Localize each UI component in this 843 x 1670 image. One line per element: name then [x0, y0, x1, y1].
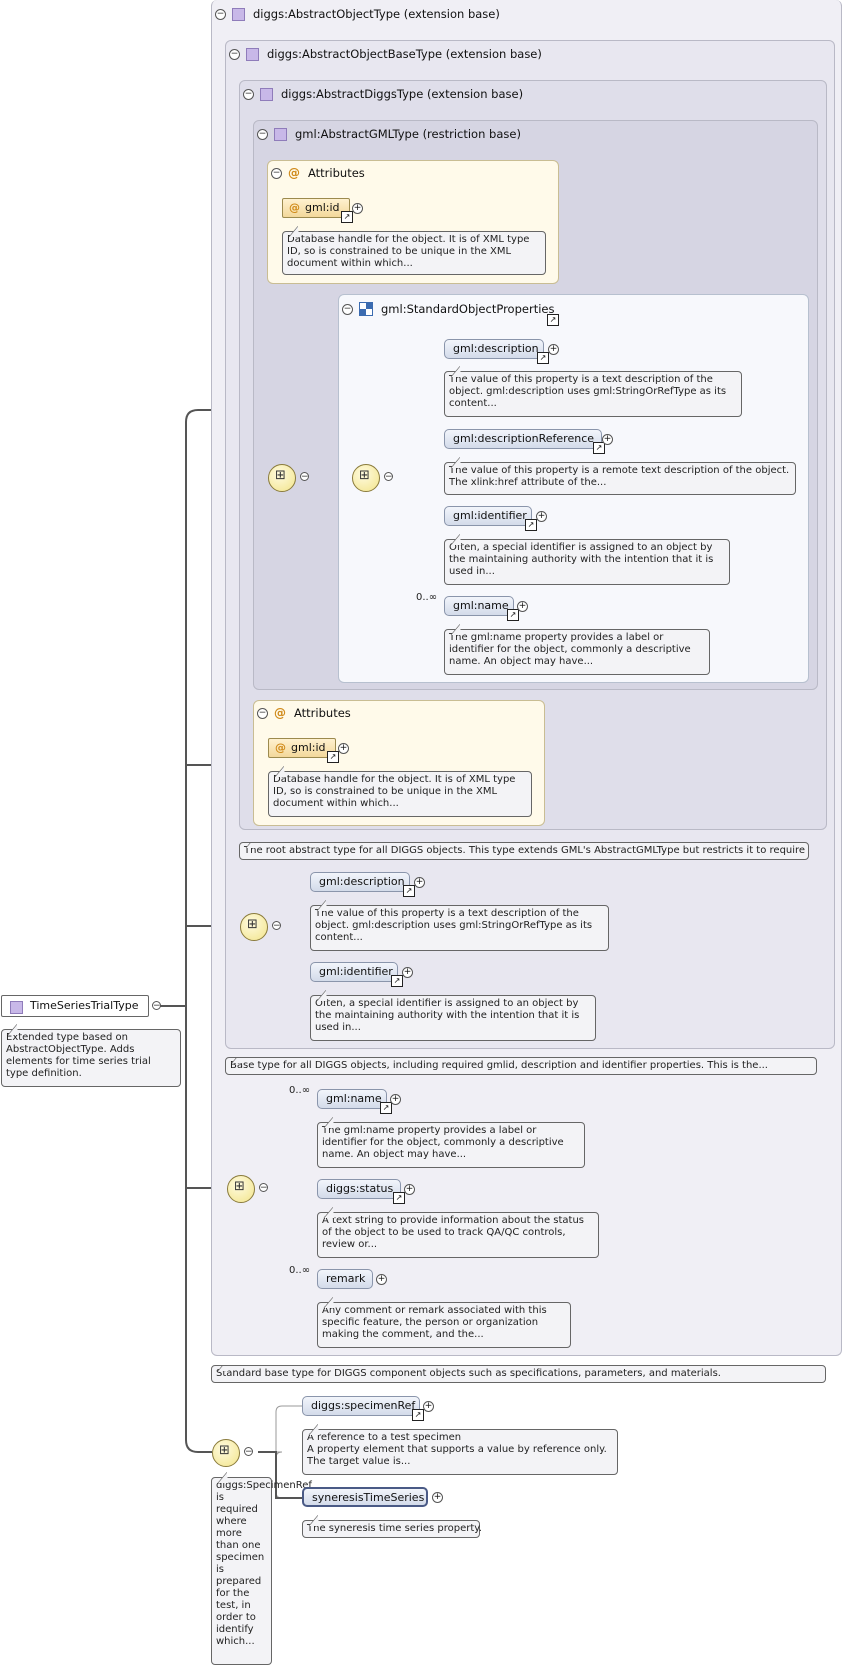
gml-id-doc: Database handle for the object. It is of…: [268, 771, 532, 817]
element-gml-identifier[interactable]: gml:identifier: [444, 506, 532, 526]
expand-icon[interactable]: +: [390, 1094, 401, 1105]
ext-diggs-header[interactable]: − diggs:AbstractDiggsType (extension bas…: [243, 87, 524, 101]
expand-icon[interactable]: +: [376, 1274, 387, 1285]
diggs-status-doc: A text string to provide information abo…: [317, 1212, 599, 1258]
expand-icon[interactable]: +: [352, 203, 363, 214]
complex-type-icon: [260, 87, 273, 101]
gml-type-header[interactable]: − gml:AbstractGMLType (restriction base): [257, 127, 521, 141]
expand-icon[interactable]: +: [432, 1492, 443, 1503]
collapse-icon[interactable]: −: [342, 303, 353, 315]
ext-object-header[interactable]: − diggs:AbstractObjectType (extension ba…: [215, 7, 500, 21]
group-icon: [359, 302, 373, 316]
collapse-icon[interactable]: −: [257, 707, 268, 719]
attribute-icon: @: [274, 706, 286, 720]
gml-name-doc: The gml:name property provides a label o…: [444, 629, 710, 675]
element-gml-description[interactable]: gml:description: [444, 339, 544, 359]
sequence-icon[interactable]: [268, 464, 296, 492]
sequence-icon[interactable]: [240, 913, 268, 941]
link-icon[interactable]: ↗: [341, 211, 353, 223]
collapse-icon[interactable]: −: [152, 1001, 161, 1011]
expand-icon[interactable]: +: [536, 511, 547, 522]
element-gml-description[interactable]: gml:description: [310, 872, 410, 892]
expand-icon[interactable]: +: [338, 743, 349, 754]
attribute-icon: @: [288, 166, 300, 180]
collapse-icon[interactable]: −: [271, 167, 282, 179]
collapse-icon[interactable]: −: [229, 48, 240, 60]
collapse-icon[interactable]: −: [384, 472, 393, 482]
gml-description-doc: The value of this property is a text des…: [310, 905, 609, 951]
element-gml-name[interactable]: gml:name: [317, 1089, 387, 1109]
collapse-icon[interactable]: −: [244, 1447, 253, 1457]
gml-identifier-doc: Often, a special identifier is assigned …: [310, 995, 596, 1041]
collapse-icon[interactable]: −: [259, 1183, 268, 1193]
gml-name-doc: The gml:name property provides a label o…: [317, 1122, 585, 1168]
element-remark[interactable]: remark: [317, 1269, 373, 1289]
ext-object-base-header[interactable]: − diggs:AbstractObjectBaseType (extensio…: [229, 47, 542, 61]
element-gml-identifier[interactable]: gml:identifier: [310, 962, 398, 982]
collapse-icon[interactable]: −: [272, 921, 281, 931]
attributes-header-inner[interactable]: − @ Attributes: [271, 166, 365, 180]
link-icon[interactable]: ↗: [525, 519, 537, 531]
element-diggs-status[interactable]: diggs:status: [317, 1179, 401, 1199]
diggs-type-doc: The root abstract type for all DIGGS obj…: [239, 842, 809, 860]
link-icon[interactable]: ↗: [412, 1409, 424, 1421]
occurrence-label: 0..∞: [289, 1265, 311, 1276]
gml-identifier-doc: Often, a special identifier is assigned …: [444, 539, 730, 585]
std-props-header[interactable]: − gml:StandardObjectProperties: [342, 302, 555, 316]
complex-type-icon: [232, 7, 245, 21]
root-type-doc: Extended type based on AbstractObjectTyp…: [1, 1029, 181, 1087]
occurrence-label: 0..∞: [416, 592, 438, 603]
expand-icon[interactable]: +: [423, 1401, 434, 1412]
sequence-icon[interactable]: [212, 1439, 240, 1467]
expand-icon[interactable]: +: [414, 877, 425, 888]
complex-type-icon: [246, 47, 259, 61]
specimen-ref-doc: A reference to a test specimen A propert…: [302, 1429, 618, 1475]
object-base-type-doc: Base type for all DIGGS objects, includi…: [225, 1057, 817, 1075]
element-syneresis-time-series[interactable]: syneresisTimeSeries: [302, 1487, 428, 1507]
expand-icon[interactable]: +: [402, 967, 413, 978]
element-gml-name[interactable]: gml:name: [444, 596, 514, 616]
sequence-icon[interactable]: [352, 464, 380, 492]
object-type-doc: Standard base type for DIGGS component o…: [211, 1365, 826, 1383]
sequence-icon[interactable]: [227, 1175, 255, 1203]
attributes-header-outer[interactable]: − @ Attributes: [257, 706, 351, 720]
link-icon[interactable]: ↗: [327, 751, 339, 763]
expand-icon[interactable]: +: [404, 1184, 415, 1195]
element-diggs-specimen-ref[interactable]: diggs:specimenRef: [302, 1396, 420, 1416]
collapse-icon[interactable]: −: [300, 472, 309, 482]
occurrence-label: 0..∞: [289, 1085, 311, 1096]
attribute-gml-id[interactable]: gml:id: [282, 198, 350, 218]
collapse-icon[interactable]: −: [243, 88, 254, 100]
link-icon[interactable]: ↗: [403, 885, 415, 897]
syneresis-time-series-doc: The syneresis time series property.: [302, 1520, 482, 1538]
link-icon[interactable]: ↗: [391, 975, 403, 987]
expand-icon[interactable]: +: [602, 434, 613, 445]
link-icon[interactable]: ↗: [393, 1192, 405, 1204]
complex-type-icon: [274, 127, 287, 141]
root-type-time-series-trial-type[interactable]: TimeSeriesTrialType: [1, 995, 149, 1017]
gml-description-reference-doc: The value of this property is a remote t…: [444, 462, 796, 495]
link-icon[interactable]: ↗: [593, 442, 605, 454]
link-icon[interactable]: ↗: [547, 314, 559, 326]
collapse-icon[interactable]: −: [215, 8, 226, 20]
element-gml-description-reference[interactable]: gml:descriptionReference: [444, 429, 602, 449]
expand-icon[interactable]: +: [517, 601, 528, 612]
link-icon[interactable]: ↗: [380, 1102, 392, 1114]
trial-sequence-doc: diggs:SpecimenRef is required where more…: [211, 1477, 312, 1665]
expand-icon[interactable]: +: [548, 344, 559, 355]
attribute-gml-id[interactable]: gml:id: [268, 738, 336, 758]
link-icon[interactable]: ↗: [537, 352, 549, 364]
gml-id-doc: Database handle for the object. It is of…: [282, 231, 546, 275]
link-icon[interactable]: ↗: [507, 609, 519, 621]
gml-description-doc: The value of this property is a text des…: [444, 371, 742, 417]
remark-doc: Any comment or remark associated with th…: [317, 1302, 571, 1348]
collapse-icon[interactable]: −: [257, 128, 268, 140]
